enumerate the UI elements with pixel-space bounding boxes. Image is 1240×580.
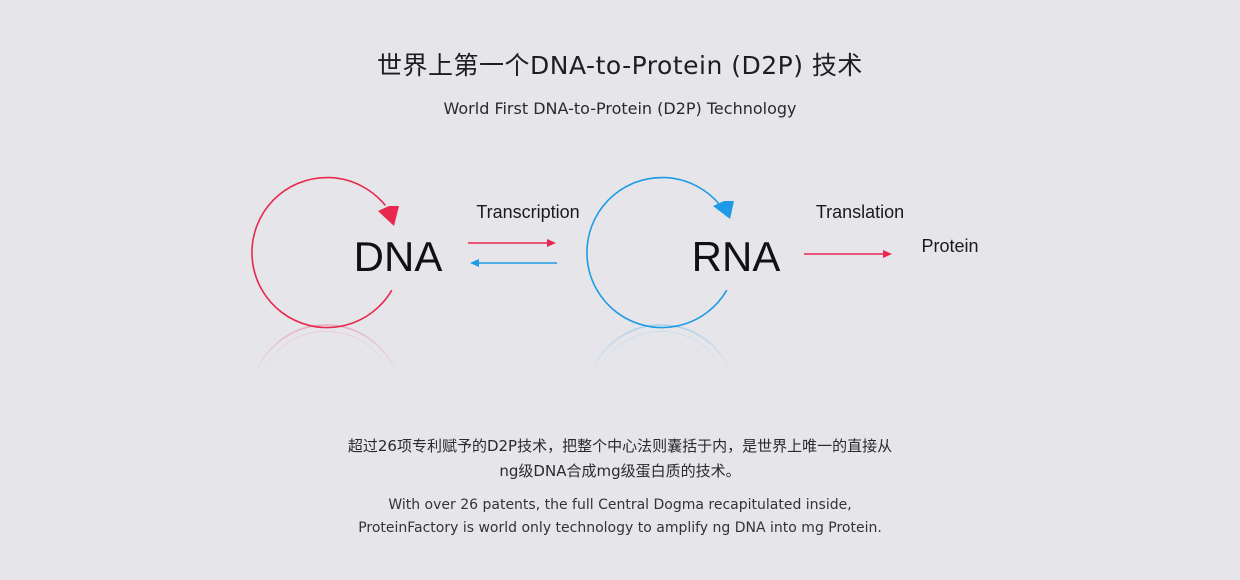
- page-title: 世界上第一个DNA-to-Protein (D2P) 技术: [377, 51, 863, 80]
- description-cn-line: 超过26项专利赋予的D2P技术，把整个中心法则囊括于内，是世界上唯一的直接从: [347, 437, 893, 455]
- dna-label: DNA: [354, 233, 443, 280]
- rna-cycle-arrow: [586, 176, 734, 329]
- rna-cycle-arrowhead-icon: [713, 201, 734, 219]
- transcription-label: Transcription: [476, 202, 579, 222]
- description-en-line: With over 26 patents, the full Central D…: [388, 497, 852, 513]
- description-en: With over 26 patents, the full Central D…: [0, 494, 1240, 540]
- description-cn: 超过26项专利赋予的D2P技术，把整个中心法则囊括于内，是世界上唯一的直接从 n…: [0, 434, 1240, 484]
- protein-label: Protein: [921, 236, 978, 256]
- transcription-forward-arrow: [468, 239, 556, 247]
- description-cn-line: ng级DNA合成mg级蛋白质的技术。: [499, 462, 741, 480]
- page-subtitle: World First DNA-to-Protein (D2P) Technol…: [443, 99, 797, 118]
- dna-cycle-arrowhead-icon: [378, 206, 399, 226]
- translation-label: Translation: [816, 202, 904, 222]
- rna-label: RNA: [692, 233, 781, 280]
- dna-cycle-reflection: [255, 324, 397, 374]
- dna-cycle-arrow: [251, 176, 399, 329]
- reverse-transcription-arrow: [470, 259, 557, 267]
- rna-cycle-reflection: [590, 324, 732, 374]
- description-en-line: ProteinFactory is world only technology …: [358, 520, 882, 536]
- translation-arrow: [804, 250, 892, 258]
